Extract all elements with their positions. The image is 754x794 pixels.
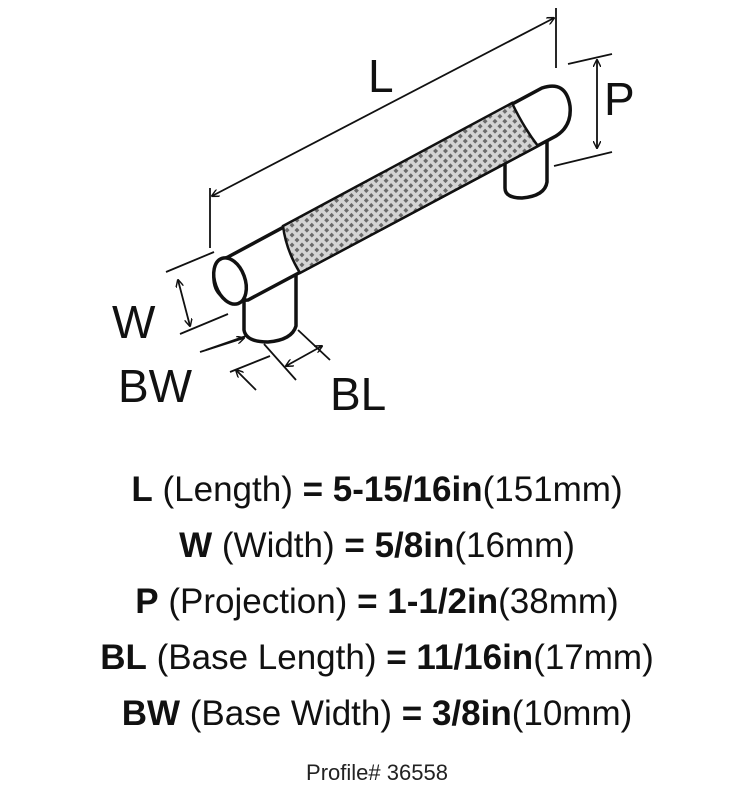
dimension-base-width: BW [118,335,271,412]
bar-end-cap [211,256,249,306]
label-BW: BW [118,360,193,412]
spec-length: L (Length) = 5-15/16in(151mm) [131,470,623,509]
spec-base-length: BL (Base Length) = 11/16in(17mm) [100,638,654,677]
dimension-length: L [209,8,557,248]
label-L: L [368,50,394,102]
label-P: P [604,73,635,125]
dimension-width: W [112,251,229,348]
dimension-projection: P [553,53,635,167]
spec-projection: P (Projection) = 1-1/2in(38mm) [135,582,619,621]
knurled-grip [281,101,540,275]
label-W: W [112,296,156,348]
spec-list: L (Length) = 5-15/16in(151mm) W (Width) … [0,462,754,742]
handle-dimension-diagram: L P W BW BL [112,8,635,420]
dimension-base-length: BL [263,329,386,420]
label-BL: BL [330,368,386,420]
profile-number: Profile# 36558 [306,760,448,785]
spec-width: W (Width) = 5/8in(16mm) [179,526,575,565]
spec-base-width: BW (Base Width) = 3/8in(10mm) [121,694,633,733]
